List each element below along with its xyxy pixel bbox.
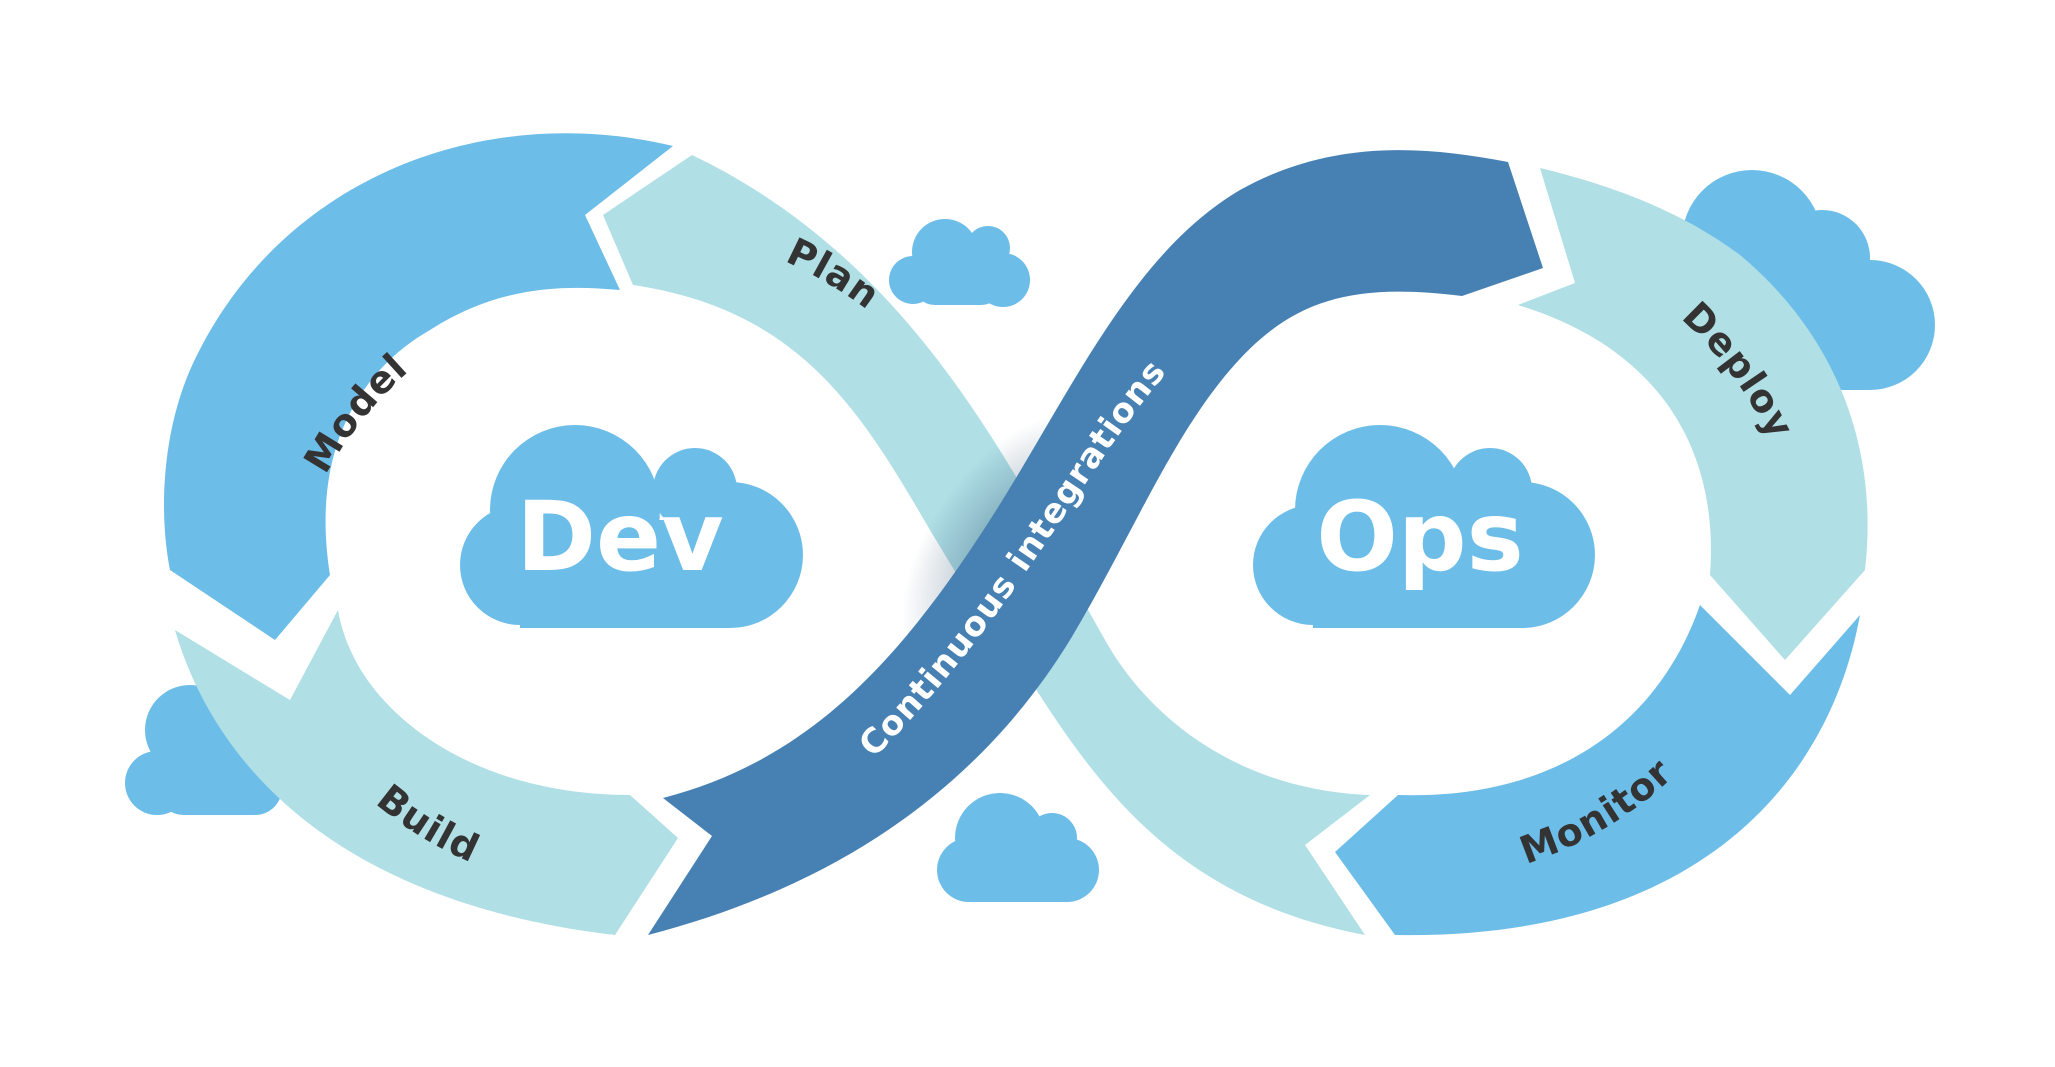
- cloud-icon-dev: [460, 425, 803, 628]
- segment-build: [175, 610, 678, 935]
- cloud-icon-bottom-center: [937, 793, 1099, 902]
- segment-ops-lower-ribbon: [1030, 560, 1370, 935]
- segment-deploy: [1518, 168, 1868, 660]
- segment-model: [164, 133, 674, 640]
- segment-continuous-integrations: [648, 150, 1543, 935]
- segment-monitor: [1335, 605, 1860, 936]
- ops-label: Ops: [1316, 481, 1523, 593]
- cloud-icon-ops: [1253, 425, 1595, 628]
- dev-label: Dev: [516, 481, 723, 593]
- cloud-icon-top-small: [889, 219, 1030, 307]
- cloud-icon-bottom-left: [125, 685, 282, 815]
